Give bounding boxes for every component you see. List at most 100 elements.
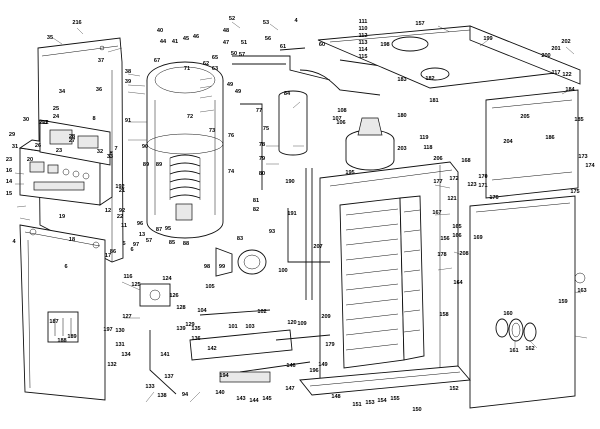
callout-label: 71: [184, 66, 190, 72]
callout-label: 166: [452, 233, 461, 239]
callout-label: 74: [228, 169, 235, 175]
callout-label: 53: [263, 20, 269, 26]
callout-label: 152: [449, 386, 458, 392]
callout-label: 132: [107, 362, 116, 368]
callout-labels: 216 52 53 4 157 111 110 112 113 114 115 …: [6, 16, 596, 413]
callout-label: 201: [551, 46, 560, 52]
callout-label: 129: [185, 322, 194, 328]
callout-label: 83: [237, 236, 243, 242]
callout-label: 189: [67, 334, 76, 340]
callout-label: 32: [97, 149, 103, 155]
callout-label: 93: [269, 229, 275, 235]
callout-label: 143: [236, 396, 245, 402]
callout-label: 205: [520, 114, 529, 120]
callout-label: 172: [449, 176, 458, 182]
callout-label: 16: [6, 168, 12, 174]
callout-label: 130: [115, 328, 124, 334]
cabinet-back-right: [469, 25, 581, 199]
callout-label: 24: [53, 114, 60, 120]
callout-label: 22: [117, 214, 123, 220]
callout-label: 61: [280, 44, 286, 50]
callout-label: 163: [577, 288, 586, 294]
callout-label: 46: [193, 34, 199, 40]
callout-label: 35: [47, 35, 53, 41]
electronics-bracket: [39, 119, 111, 166]
callout-label: 127: [122, 314, 131, 320]
callout-label: 85: [169, 240, 175, 246]
callout-label: 39: [125, 79, 131, 85]
callout-label: 125: [131, 282, 140, 288]
callout-label: 18: [69, 237, 75, 243]
callout-label: 120: [287, 320, 296, 326]
callout-label: 159: [558, 299, 567, 305]
callout-label: 45: [183, 36, 189, 42]
callout-label: 4: [294, 18, 298, 24]
callout-label: 89: [143, 162, 149, 168]
callout-label: 63: [212, 66, 218, 72]
callout-label: 108: [337, 108, 346, 114]
heat-exchanger: [339, 195, 425, 369]
callout-label: 77: [256, 108, 262, 114]
callout-label: 4: [12, 239, 16, 245]
callout-label: 38: [125, 69, 131, 75]
callout-label: 47: [223, 40, 229, 46]
callout-label: 6: [64, 264, 67, 270]
callout-label: 75: [263, 126, 269, 132]
callout-label: 161: [509, 348, 518, 354]
callout-label: 158: [439, 312, 448, 318]
callout-label: 141: [160, 352, 169, 358]
callout-label: 40: [157, 28, 163, 34]
callout-label: 41: [172, 39, 178, 45]
callout-label: 56: [265, 36, 271, 42]
callout-label: 182: [425, 76, 434, 82]
callout-label: 79: [259, 156, 265, 162]
callout-label: 21: [119, 188, 125, 194]
callout-label: 13: [139, 232, 145, 238]
callout-label: 206: [433, 156, 442, 162]
callout-label: 23: [56, 148, 62, 154]
callout-label: 149: [318, 362, 327, 368]
heating-coil: [169, 154, 201, 221]
callout-label: 139: [176, 326, 185, 332]
callout-label: 170: [478, 174, 487, 180]
callout-label: 62: [203, 61, 209, 67]
callout-label: 84: [284, 91, 291, 97]
callout-label: 136: [191, 336, 200, 342]
expansion-vessel: [278, 90, 308, 156]
callout-label: 29: [9, 132, 15, 138]
callout-label: 52: [229, 16, 235, 22]
callout-label: 121: [447, 196, 456, 202]
flow-pipes: [287, 168, 330, 300]
callout-label: 97: [133, 242, 139, 248]
callout-label: 94: [182, 392, 189, 398]
callout-label: 122: [562, 72, 571, 78]
callout-label: 191: [287, 211, 296, 217]
callout-label: 11: [121, 223, 127, 229]
callout-label: 91: [125, 118, 131, 124]
callout-label: 12: [105, 208, 111, 214]
callout-label: 200: [541, 53, 550, 59]
callout-label: 142: [207, 346, 216, 352]
callout-label: 177: [433, 179, 442, 185]
callout-label: 173: [578, 154, 587, 160]
callout-label: 102: [257, 309, 266, 315]
callout-label: 145: [262, 396, 271, 402]
callout-label: 160: [503, 311, 512, 317]
callout-label: 155: [390, 396, 399, 402]
callout-label: 212: [39, 120, 48, 126]
callout-label: 171: [478, 183, 487, 189]
callout-label: 207: [313, 244, 322, 250]
callout-label: 110: [358, 26, 367, 32]
callout-label: 135: [191, 326, 200, 332]
leader-lines: [14, 21, 588, 403]
callout-label: 28: [69, 134, 75, 140]
callout-label: 19: [59, 214, 65, 220]
callout-label: 202: [561, 39, 570, 45]
callout-label: 34: [59, 89, 66, 95]
callout-label: 78: [259, 142, 265, 148]
callout-label: 164: [453, 280, 463, 286]
callout-label: 30: [23, 117, 29, 123]
callout-label: 162: [525, 346, 534, 352]
callout-label: 169: [473, 235, 482, 241]
callout-label: 8: [92, 116, 95, 122]
